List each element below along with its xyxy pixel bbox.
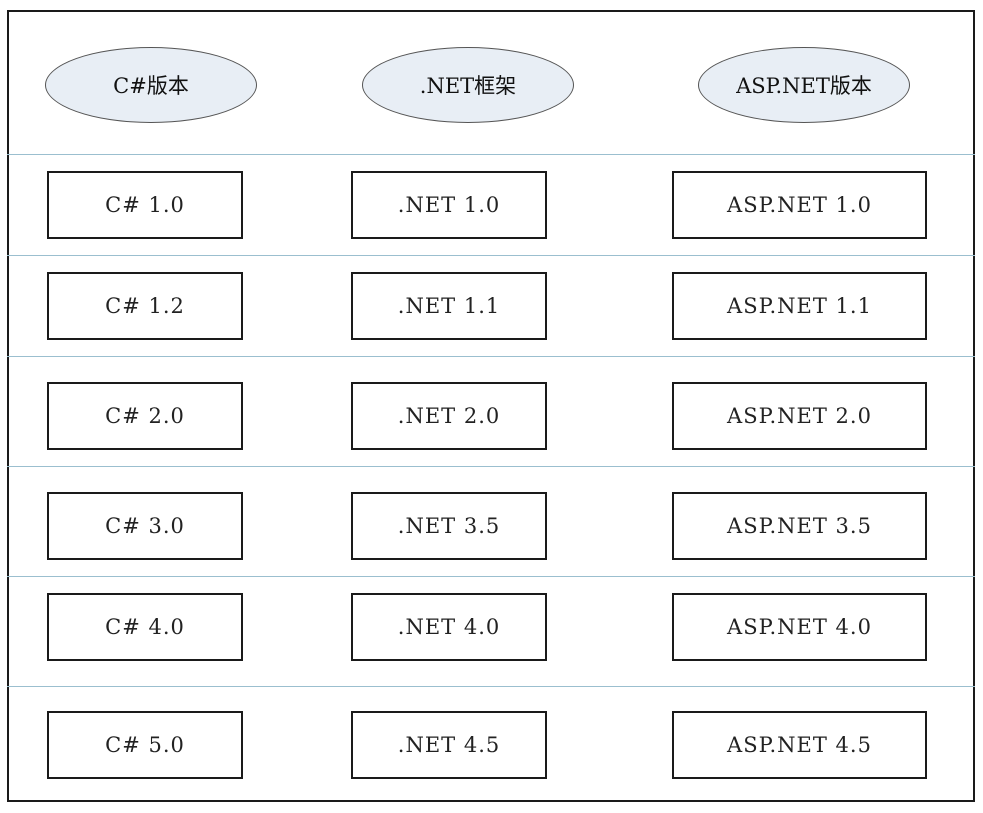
header-csharp-version: C#版本 bbox=[45, 47, 257, 123]
aspnet-version-box: ASP.NET 4.0 bbox=[672, 593, 927, 661]
csharp-version-box: C# 1.0 bbox=[47, 171, 243, 239]
row-divider bbox=[7, 686, 975, 687]
header-dotnet-framework: .NET框架 bbox=[362, 47, 574, 123]
csharp-version-box: C# 2.0 bbox=[47, 382, 243, 450]
row-divider bbox=[7, 576, 975, 577]
row-divider bbox=[7, 356, 975, 357]
aspnet-version-box: ASP.NET 1.0 bbox=[672, 171, 927, 239]
csharp-version-box: C# 5.0 bbox=[47, 711, 243, 779]
dotnet-version-box: .NET 4.0 bbox=[351, 593, 547, 661]
dotnet-version-box: .NET 2.0 bbox=[351, 382, 547, 450]
aspnet-version-box: ASP.NET 4.5 bbox=[672, 711, 927, 779]
header-aspnet-version: ASP.NET版本 bbox=[698, 47, 910, 123]
row-divider bbox=[7, 466, 975, 467]
dotnet-version-box: .NET 1.1 bbox=[351, 272, 547, 340]
row-divider bbox=[7, 255, 975, 256]
dotnet-version-box: .NET 3.5 bbox=[351, 492, 547, 560]
aspnet-version-box: ASP.NET 3.5 bbox=[672, 492, 927, 560]
aspnet-version-box: ASP.NET 2.0 bbox=[672, 382, 927, 450]
csharp-version-box: C# 3.0 bbox=[47, 492, 243, 560]
dotnet-version-box: .NET 4.5 bbox=[351, 711, 547, 779]
dotnet-version-box: .NET 1.0 bbox=[351, 171, 547, 239]
csharp-version-box: C# 1.2 bbox=[47, 272, 243, 340]
row-divider bbox=[7, 154, 975, 155]
csharp-version-box: C# 4.0 bbox=[47, 593, 243, 661]
aspnet-version-box: ASP.NET 1.1 bbox=[672, 272, 927, 340]
